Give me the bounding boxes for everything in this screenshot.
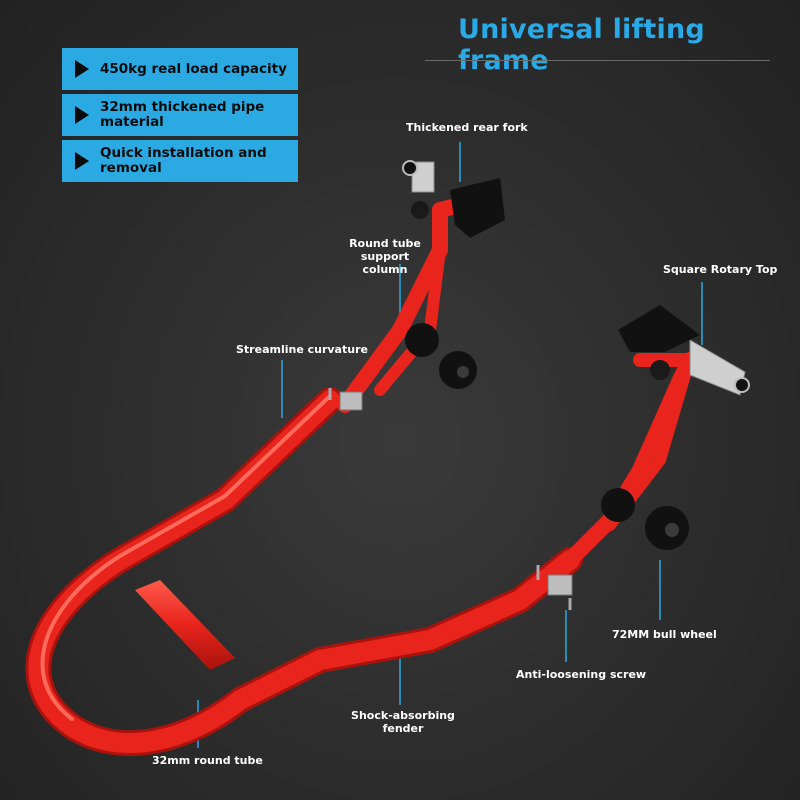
main-frame-tube: [28, 390, 580, 753]
callout-square-rotary-top: Square Rotary Top: [663, 263, 778, 276]
right-square-top: [618, 305, 700, 352]
feature-load-capacity: 450kg real load capacity: [62, 48, 298, 90]
feature-text: Quick installation and removal: [100, 145, 267, 176]
left-fork-pad: [450, 178, 505, 238]
callout-anti-loosening-screw: Anti-loosening screw: [516, 668, 647, 681]
callout-rear-fork: Thickened rear fork: [406, 121, 528, 134]
callout-streamline-curvature: Streamline curvature: [236, 343, 368, 356]
callout-round-tube-support: Round tube support column: [349, 237, 421, 276]
cross-brace: [135, 580, 235, 670]
left-wheel-back: [405, 323, 439, 357]
play-triangle-icon: [75, 152, 89, 170]
feature-text: 32mm thickened pipe material: [100, 99, 265, 130]
feature-pipe-material: 32mm thickened pipe material: [62, 94, 298, 136]
right-wheel-back: [601, 488, 635, 522]
title-divider: [425, 60, 770, 61]
callout-shock-absorbing-fender: Shock-absorbing fender: [351, 709, 455, 735]
play-triangle-icon: [75, 106, 89, 124]
play-triangle-icon: [75, 60, 89, 78]
feature-installation: Quick installation and removal: [62, 140, 298, 182]
feature-text: 450kg real load capacity: [100, 60, 287, 77]
callout-bull-wheel: 72MM bull wheel: [612, 628, 717, 641]
callout-round-tube: 32mm round tube: [152, 754, 263, 767]
